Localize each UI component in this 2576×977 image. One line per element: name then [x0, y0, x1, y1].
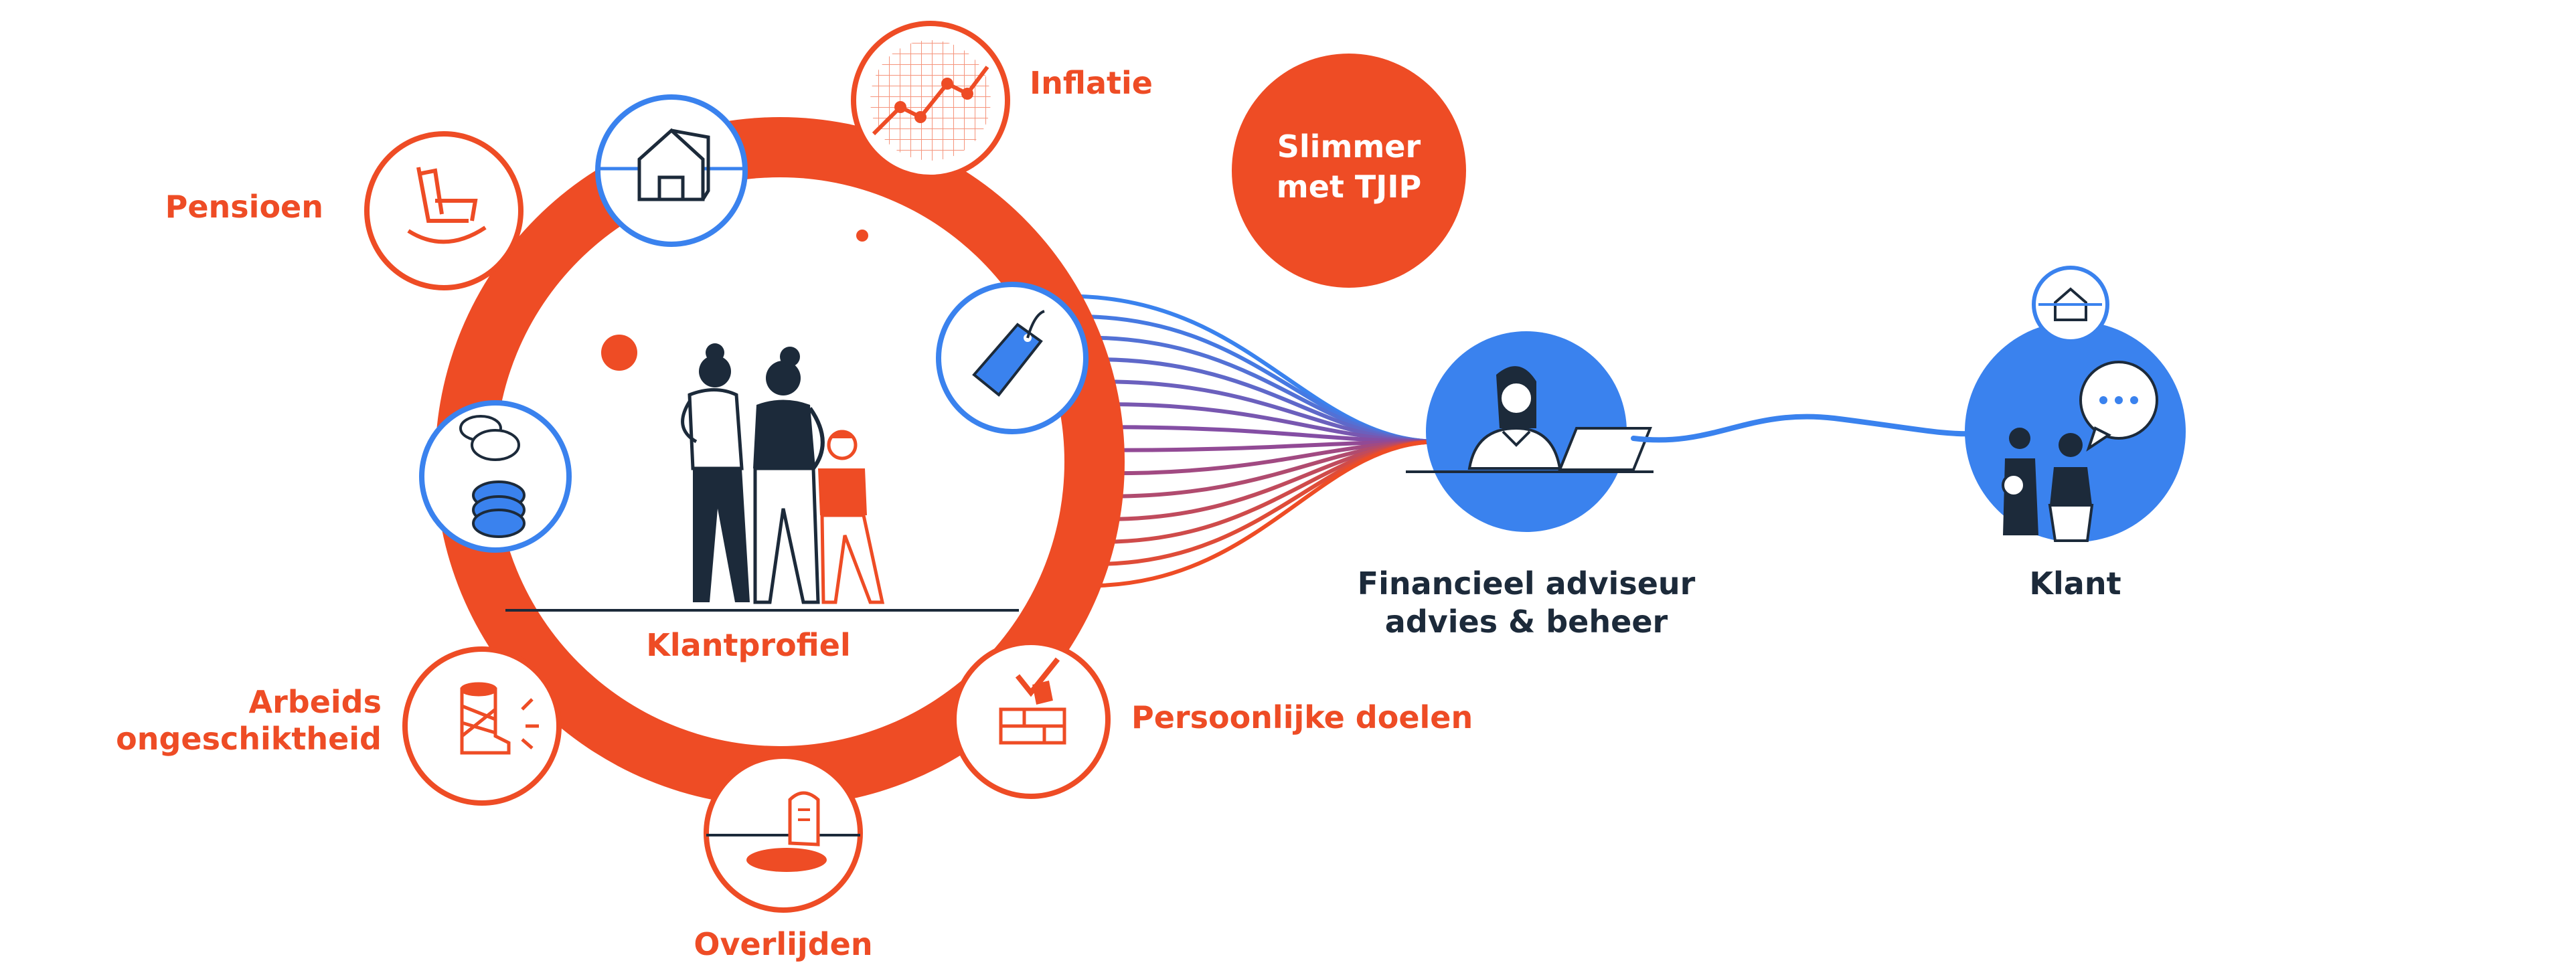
advisor-laptop-icon — [1406, 366, 1654, 473]
inflation-circle — [851, 21, 1010, 180]
coins-circle — [419, 400, 572, 553]
slimmer-label-line2: met TJIP — [1277, 169, 1421, 205]
fan-line — [1099, 440, 1441, 544]
advisor-client-connector — [1631, 414, 1978, 443]
disability-circle — [402, 646, 562, 806]
fan-line — [1104, 440, 1441, 521]
arbeids-label-line2: ongeschiktheid — [116, 721, 382, 757]
slimmer-met-tjip-badge — [1232, 54, 1466, 288]
decorative-dot-large — [601, 335, 637, 371]
house-circle — [595, 94, 748, 247]
coins-icon — [459, 415, 526, 538]
house-icon — [2038, 287, 2102, 321]
advisor-label-line2: advies & beheer — [1385, 604, 1668, 640]
death-circle — [704, 753, 863, 913]
bandaged-leg-icon — [460, 682, 539, 755]
goal-bricks-icon — [999, 657, 1066, 745]
chat-bubble-icon — [2079, 361, 2158, 452]
price-tag-circle — [936, 282, 1089, 434]
fan-line — [1084, 440, 1441, 588]
house-icon — [599, 128, 743, 201]
client-chat-circle — [2032, 266, 2109, 343]
overlijden-label: Overlijden — [694, 926, 872, 962]
klantprofiel-label: Klantprofiel — [646, 627, 850, 663]
slimmer-label-line1: Slimmer — [1277, 128, 1421, 165]
gravestone-icon — [746, 791, 827, 872]
persoonlijke-doelen-label: Persoonlijke doelen — [1131, 699, 1473, 735]
inflatie-label: Inflatie — [1030, 65, 1153, 101]
goals-circle — [951, 640, 1111, 799]
advisor-label-line1: Financieel adviseur — [1358, 565, 1696, 602]
price-tag-icon — [972, 310, 1045, 397]
pensioen-label: Pensioen — [165, 189, 323, 225]
rocking-chair-icon — [407, 167, 487, 244]
arbeids-label-line1: Arbeids — [249, 684, 382, 720]
pension-circle — [364, 131, 524, 290]
decorative-dot-small — [856, 230, 868, 242]
connection-fan-lines — [1064, 294, 1441, 588]
client-label: Klant — [2029, 565, 2121, 602]
family-illustration-icon — [681, 343, 885, 604]
client-people-icon — [2002, 428, 2094, 542]
